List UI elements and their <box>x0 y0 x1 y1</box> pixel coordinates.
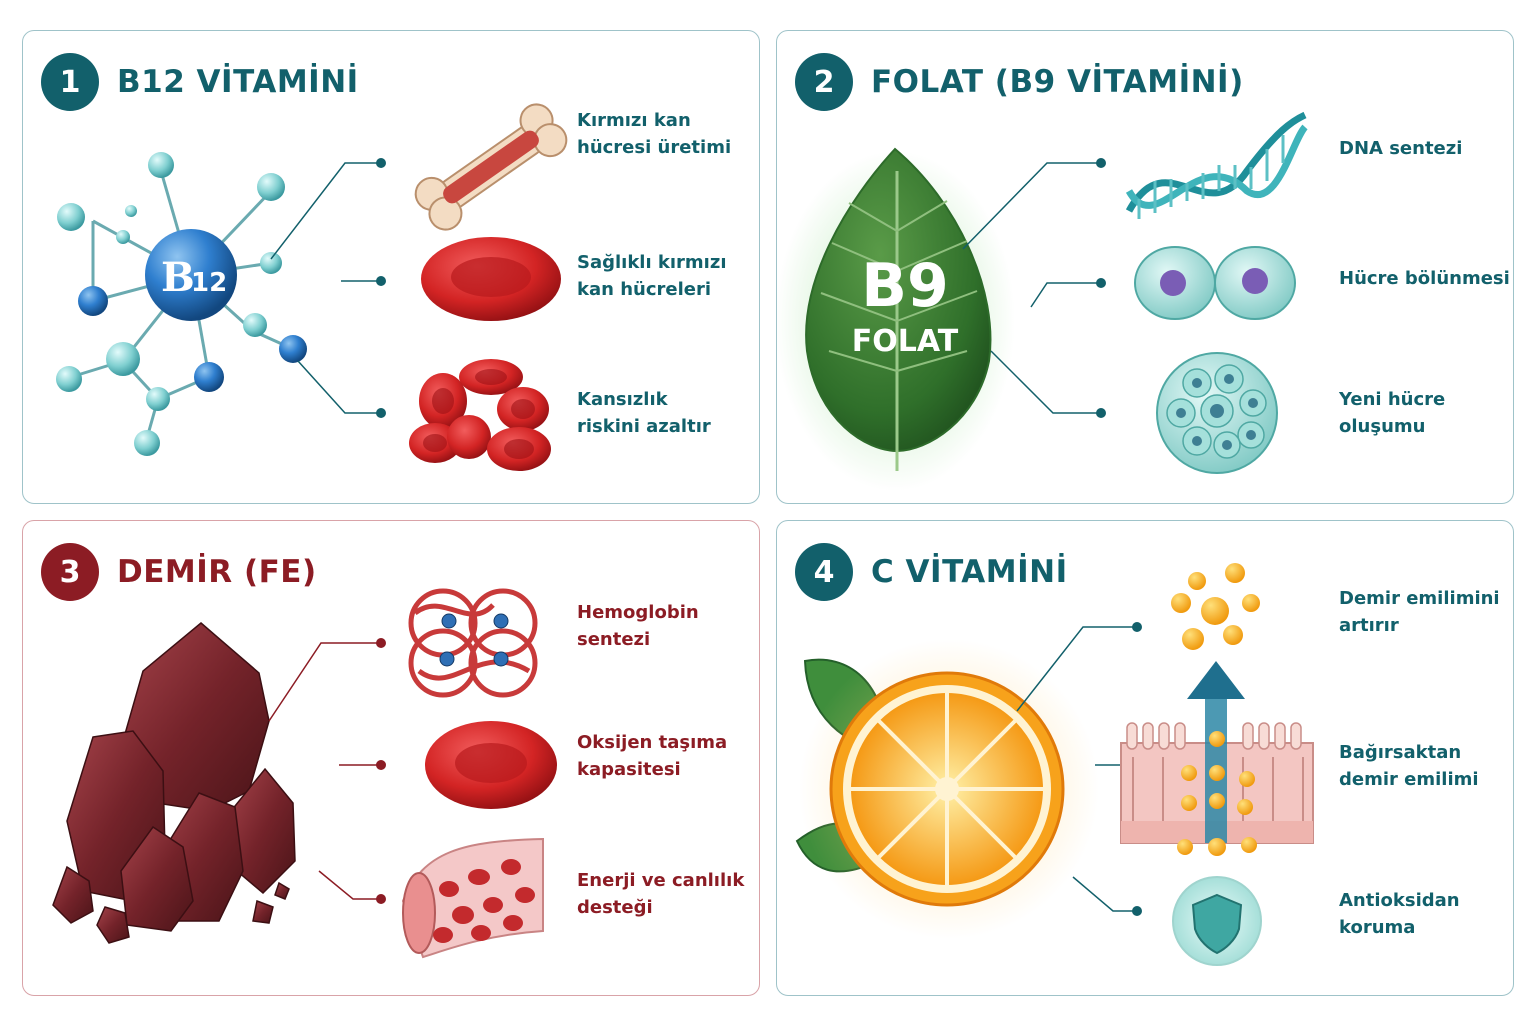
panel-title: DEMİR (FE) <box>117 554 317 590</box>
benefit-label: DNA sentezi <box>1339 138 1463 159</box>
connector-lines <box>270 162 381 414</box>
panel-vitamin-c-artwork <box>795 563 1314 966</box>
connector-lines <box>268 642 381 900</box>
svg-text:B9: B9 <box>861 251 948 321</box>
red-blood-cell-icon <box>425 721 557 809</box>
orange-slice-icon <box>829 671 1065 907</box>
panel-number: 3 <box>41 543 99 601</box>
panel-b12: B 12 <box>22 30 760 504</box>
b12-badge-text: B 12 <box>161 254 227 301</box>
vitamin-particles-icon <box>1171 563 1260 650</box>
cell-division-icon <box>1134 246 1296 320</box>
molecule-icon <box>56 152 307 456</box>
panel-iron-artwork <box>52 588 557 959</box>
panel-title: C VİTAMİNİ <box>871 554 1068 590</box>
svg-text:FOLAT: FOLAT <box>852 324 959 359</box>
panel-number: 1 <box>41 53 99 111</box>
blood-vessel-icon <box>401 837 544 959</box>
cell-cluster-icon <box>1156 352 1278 474</box>
shield-icon <box>1172 876 1262 966</box>
panel-number: 2 <box>795 53 853 111</box>
leaf-icon <box>805 147 992 471</box>
panel-b12-artwork: B 12 <box>56 103 568 471</box>
hemoglobin-icon <box>408 588 538 698</box>
panel-number: 4 <box>795 543 853 601</box>
red-blood-cell-icon <box>421 237 561 321</box>
connector-lines <box>962 162 1101 414</box>
b9-badge-text: B9 FOLAT <box>852 251 959 359</box>
blood-cells-cluster-icon <box>409 359 551 471</box>
bone-icon <box>414 103 568 231</box>
benefit-label: Hücre bölünmesi <box>1339 268 1510 289</box>
panel-title: B12 VİTAMİNİ <box>117 64 359 100</box>
dna-helix-icon <box>1125 111 1308 219</box>
iron-crystal-icon <box>52 622 296 944</box>
panel-folate: B9 FOLAT <box>776 30 1514 504</box>
panel-title: FOLAT (B9 VİTAMİNİ) <box>871 64 1244 100</box>
panel-folate-artwork: B9 FOLAT <box>777 111 1308 491</box>
svg-text:12: 12 <box>191 268 227 298</box>
svg-text:B: B <box>161 254 195 301</box>
